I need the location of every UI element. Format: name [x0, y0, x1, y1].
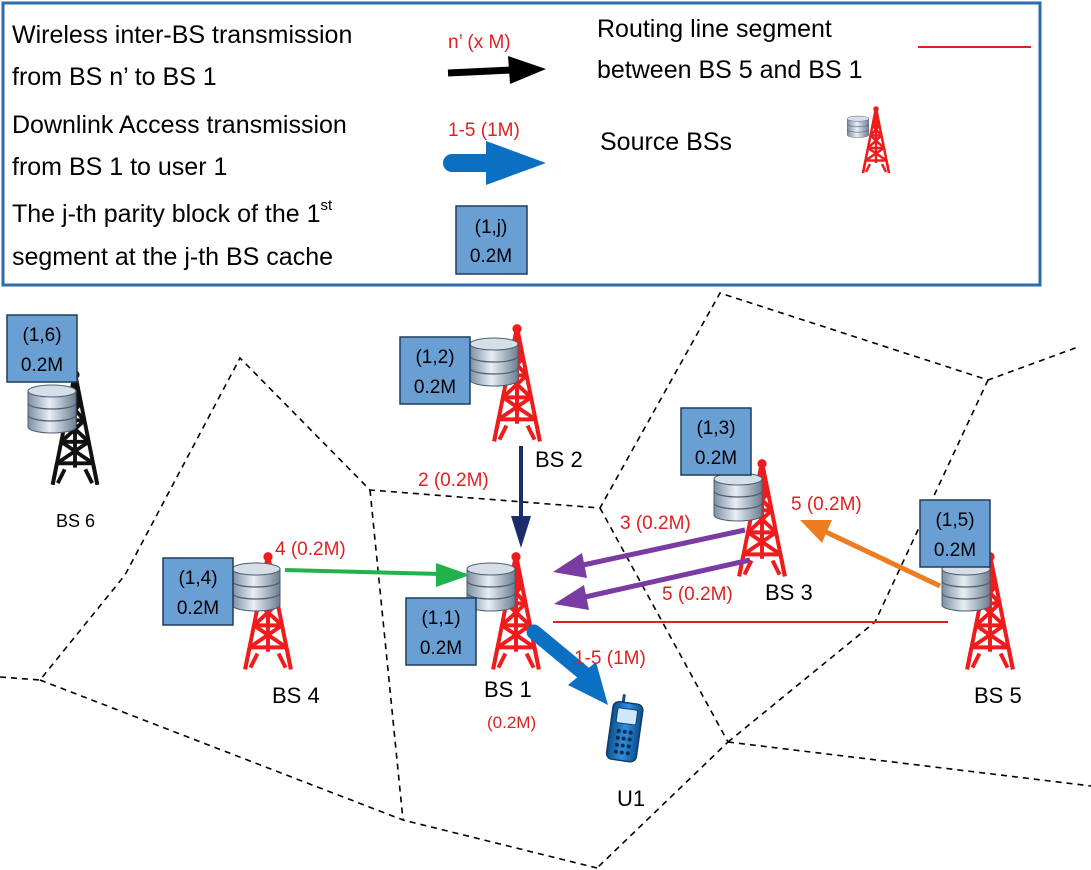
bs3-cache-box: (1,3) 0.2M — [680, 407, 752, 476]
bs1-note: (0.2M) — [487, 713, 536, 732]
legend-downlink-arrow — [443, 141, 546, 185]
bs5-cache-box: (1,5) 0.2M — [919, 499, 991, 568]
legend-parity-sup: st — [320, 197, 333, 214]
bs4-label: BS 4 — [272, 683, 320, 708]
legend-parity-line2: segment at the j-th BS cache — [12, 243, 333, 271]
svg-text:0.2M: 0.2M — [21, 355, 63, 376]
cell-boundary-bs1-bs4 — [369, 489, 404, 821]
cell-boundary-bs5-south — [727, 741, 1091, 787]
svg-text:0.2M: 0.2M — [414, 377, 456, 398]
legend-routing-line1: Routing line segment — [597, 15, 832, 43]
bs3-database-icon — [713, 472, 763, 522]
legend-wireless-tag: n’ (x M) — [448, 32, 511, 53]
arrow-bs4-to-bs1 — [284, 563, 470, 587]
legend-wireless-line2: from BS n’ to BS 1 — [12, 63, 217, 91]
legend-wireless-arrow — [447, 56, 546, 84]
legend-routing-line2: between BS 5 and BS 1 — [597, 56, 862, 84]
bs1-label: BS 1 — [484, 677, 532, 702]
arrow-bs3-to-bs1-upper — [553, 527, 746, 578]
user-label: U1 — [617, 786, 645, 811]
link-label-bs2: 2 (0.2M) — [418, 470, 489, 491]
link-label-bs4: 4 (0.2M) — [275, 539, 346, 560]
svg-text:(1,4): (1,4) — [178, 568, 217, 589]
svg-text:(1,j): (1,j) — [475, 217, 508, 238]
svg-text:0.2M: 0.2M — [934, 540, 976, 561]
bs5-database-icon — [941, 562, 991, 612]
legend-source-label: Source BSs — [600, 128, 732, 156]
link-label-bs5-via-bs3: 5 (0.2M) — [662, 584, 733, 605]
bs6-database-icon — [27, 384, 77, 434]
phone-icon — [605, 694, 644, 763]
bs2-label: BS 2 — [535, 447, 583, 472]
cell-boundary-bs1-bs3 — [596, 507, 729, 869]
bs5-label: BS 5 — [974, 683, 1022, 708]
bs4-database-icon — [231, 562, 281, 612]
svg-text:(1,3): (1,3) — [696, 418, 735, 439]
bs6-label: BS 6 — [56, 511, 95, 531]
bs4-cache-box: (1,4) 0.2M — [162, 557, 234, 626]
arrow-bs3-to-bs1-lower — [554, 557, 751, 610]
svg-text:0.2M: 0.2M — [420, 638, 462, 659]
svg-text:(1,1): (1,1) — [421, 608, 460, 629]
svg-text:0.2M: 0.2M — [177, 598, 219, 619]
link-label-bs3: 3 (0.2M) — [620, 513, 691, 534]
bs2-database-icon — [469, 337, 519, 387]
bs3-label: BS 3 — [765, 580, 813, 605]
svg-text:0.2M: 0.2M — [695, 448, 737, 469]
svg-text:0.2M: 0.2M — [470, 246, 512, 267]
legend-wireless-line1: Wireless inter-BS transmission — [12, 21, 352, 49]
cell-boundary-left-south — [39, 679, 598, 869]
legend-downlink-line2: from BS 1 to user 1 — [12, 153, 227, 181]
legend-parity-line1: The j-th parity block of the 1st — [12, 197, 333, 228]
arrow-bs1-to-user — [526, 624, 608, 705]
legend-downlink-line1: Downlink Access transmission — [12, 111, 347, 139]
legend-downlink-tag: 1-5 (1M) — [448, 120, 520, 141]
svg-text:(1,5): (1,5) — [935, 510, 974, 531]
arrow-bs5-to-bs3 — [800, 520, 942, 589]
bs2-cache-box: (1,2) 0.2M — [399, 336, 471, 405]
svg-text:(1,2): (1,2) — [415, 347, 454, 368]
legend-cache-box: (1,j) 0.2M — [455, 205, 528, 275]
link-label-downlink: 1-5 (1M) — [574, 648, 646, 669]
bs1-cache-box: (1,1) 0.2M — [405, 597, 477, 666]
arrow-bs2-to-bs1 — [511, 446, 531, 548]
link-label-bs5: 5 (0.2M) — [791, 494, 862, 515]
svg-text:(1,6): (1,6) — [22, 325, 61, 346]
bs6-cache-box: (1,6) 0.2M — [6, 314, 78, 383]
